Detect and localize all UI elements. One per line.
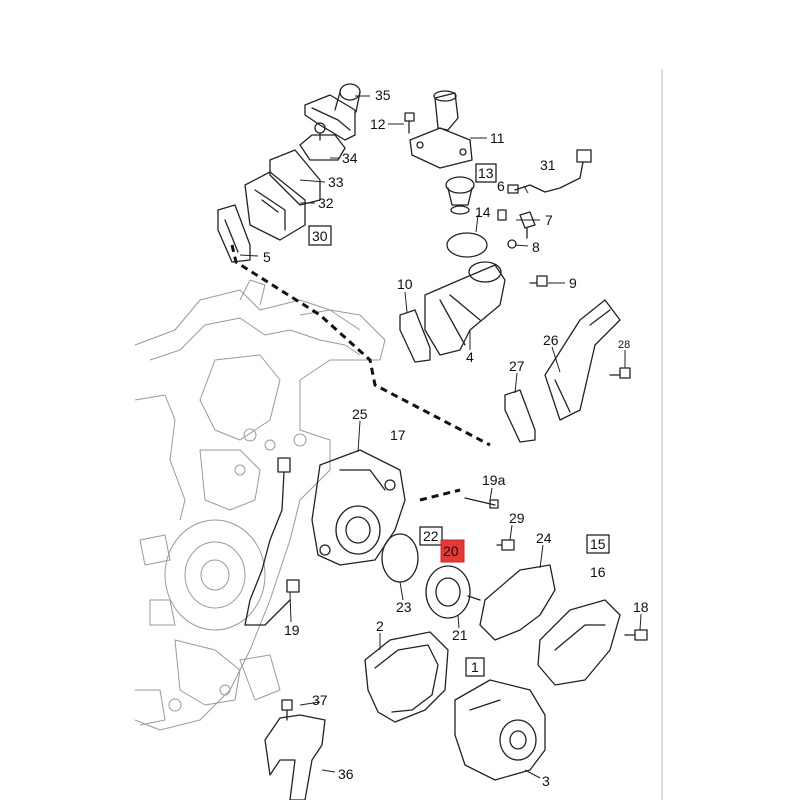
part-23-o-ring (381, 533, 419, 583)
part-26-pipe (544, 299, 621, 421)
assembly-dashed-lines (230, 244, 491, 502)
part-37-bolt (281, 699, 293, 721)
label-15: 15 (590, 536, 606, 552)
label-30-box (308, 225, 332, 246)
label-18: 18 (633, 599, 649, 615)
label-10: 10 (397, 276, 413, 292)
label-2: 2 (376, 618, 384, 634)
part-34-thermostat (299, 122, 346, 161)
label-25: 25 (352, 406, 368, 422)
label-32: 32 (318, 195, 334, 211)
part-6-sensor (497, 209, 507, 221)
part-3-water-pump (454, 679, 546, 781)
part-35-outlet-housing (304, 83, 361, 141)
label-3: 3 (542, 773, 550, 789)
label-13: 13 (478, 165, 494, 181)
part-32-housing (244, 171, 306, 241)
label-7: 7 (545, 212, 553, 228)
label-30: 30 (312, 228, 328, 244)
label-13-box (475, 163, 497, 183)
label-19a: 19a (482, 472, 506, 488)
leader-lines (239, 95, 642, 779)
part-4-thermostat-housing (424, 261, 506, 356)
label-20-highlight (440, 539, 465, 563)
part-12-bolt (404, 112, 415, 134)
label-17: 17 (390, 427, 406, 443)
label-27: 27 (509, 358, 525, 374)
label-37: 37 (312, 692, 328, 708)
label-21: 21 (452, 627, 468, 643)
part-11-outlet-pipe (409, 90, 473, 169)
label-20: 20 (443, 543, 459, 559)
part-24-gasket (479, 564, 556, 641)
engine-block-outline (134, 279, 386, 731)
part-33-gasket (269, 149, 321, 206)
label-23: 23 (396, 599, 412, 615)
part-9-bolt (529, 275, 548, 287)
part-21-thermostat (425, 565, 481, 619)
label-36: 36 (338, 766, 354, 782)
part-5-gasket (217, 204, 251, 263)
label-5: 5 (263, 249, 271, 265)
label-31: 31 (540, 157, 556, 173)
label-19: 19 (284, 622, 300, 638)
part-13-thermostat (445, 176, 475, 215)
label-34: 34 (342, 150, 358, 166)
label-4: 4 (466, 349, 474, 365)
label-9: 9 (569, 275, 577, 291)
part-25-pump-housing (311, 449, 406, 566)
label-22-box (419, 526, 443, 546)
label-24: 24 (536, 530, 552, 546)
label-1-box (465, 657, 485, 677)
part-2-gasket (364, 631, 449, 723)
label-16: 16 (590, 564, 606, 580)
label-6: 6 (497, 178, 505, 194)
part-36-pipe (264, 714, 326, 800)
label-15-box (586, 534, 610, 554)
label-35: 35 (375, 87, 391, 103)
callout-labels: 35 12 11 34 33 32 30 5 13 31 6 14 7 8 9 … (263, 87, 649, 789)
part-16-cover (537, 599, 621, 686)
label-11: 11 (490, 130, 505, 146)
part-27-gasket (504, 389, 536, 443)
part-8-washer (507, 239, 517, 249)
label-33: 33 (328, 174, 344, 190)
part-14-o-ring (446, 232, 488, 258)
label-26: 26 (543, 332, 559, 348)
label-8: 8 (532, 239, 540, 255)
part-28-bolt (609, 367, 631, 379)
label-12: 12 (370, 116, 386, 132)
part-19a-stud (464, 497, 499, 509)
part-18-bolt (624, 629, 648, 641)
part-7-sensor (519, 211, 536, 239)
label-14: 14 (475, 204, 491, 220)
part-10-gasket (399, 309, 431, 363)
part-31-sensor-cable (507, 149, 592, 194)
part-29-bolt (496, 539, 515, 551)
label-28: 28 (618, 339, 630, 351)
label-22: 22 (423, 528, 439, 544)
label-29: 29 (509, 510, 525, 526)
part-19-sensor-cable (244, 457, 300, 626)
label-1: 1 (471, 659, 479, 675)
